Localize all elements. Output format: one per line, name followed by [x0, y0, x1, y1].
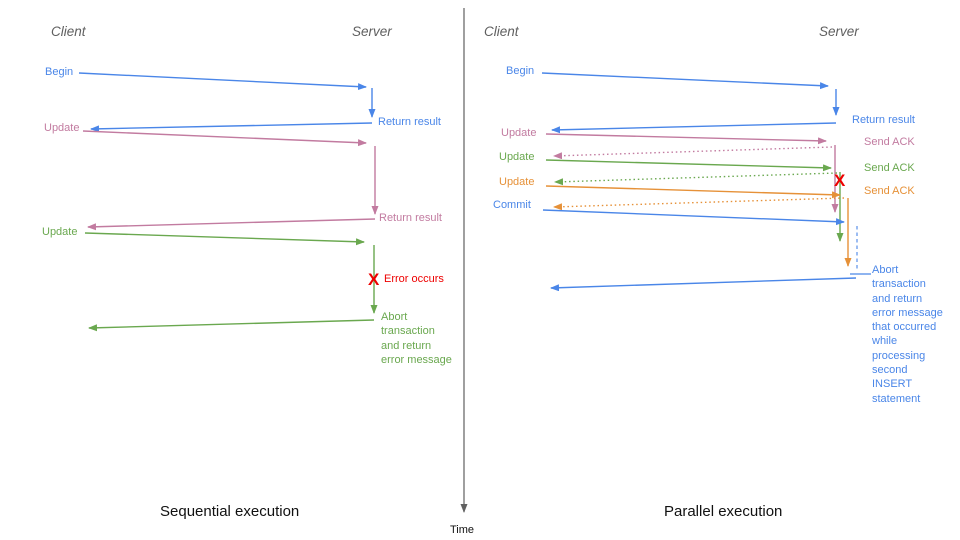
right-send-ack-3-label: Send ACK — [864, 185, 915, 197]
right-commit-request-arrow — [542, 209, 845, 226]
right-return-result-arrow — [551, 122, 837, 134]
left-abort-return-arrow — [88, 319, 375, 332]
left-update-1-label: Update — [44, 122, 80, 134]
left-update-1-request-arrow — [82, 130, 367, 147]
right-begin-request-arrow — [541, 72, 829, 90]
left-panel-caption: Sequential execution — [160, 503, 300, 520]
left-return-result-2-label: Return result — [379, 212, 442, 224]
right-update-2-request-arrow — [545, 159, 832, 172]
right-update-3-label: Update — [499, 176, 535, 188]
right-client-header: Client — [484, 24, 519, 39]
right-update-1-label: Update — [501, 127, 537, 139]
left-error-occurs-label: Error occurs — [384, 273, 444, 285]
left-error-x-icon: X — [368, 270, 380, 289]
right-panel-arrows — [541, 72, 871, 292]
right-update-3-request-arrow — [545, 185, 841, 199]
left-return-result-1-arrow — [90, 122, 373, 133]
time-axis-label: Time — [450, 524, 475, 536]
right-server-header: Server — [819, 24, 859, 39]
left-client-header: Client — [51, 24, 86, 39]
left-panel-arrows — [78, 72, 379, 332]
left-update-2-label: Update — [42, 226, 78, 238]
right-commit-label: Commit — [493, 199, 531, 211]
right-panel-caption: Parallel execution — [664, 503, 783, 520]
left-return-result-2-arrow — [87, 218, 376, 231]
left-return-result-1-label: Return result — [378, 116, 441, 128]
right-send-ack-1-label: Send ACK — [864, 136, 915, 148]
left-abort-message-label: Abort transaction and return error messa… — [381, 311, 452, 366]
right-send-ack-2-label: Send ACK — [864, 162, 915, 174]
left-begin-label: Begin — [45, 66, 74, 78]
right-send-ack-1-dotted-arrow — [553, 146, 833, 160]
left-update-2-request-arrow — [84, 232, 365, 246]
left-begin-request-arrow — [78, 72, 367, 91]
left-server-header: Server — [352, 24, 392, 39]
right-error-x-icon: X — [834, 171, 846, 190]
right-update-1-request-arrow — [545, 133, 827, 145]
right-update-2-label: Update — [499, 151, 535, 163]
right-send-ack-3-dotted-arrow — [553, 197, 845, 211]
right-send-ack-2-dotted-arrow — [554, 172, 838, 186]
right-abort-message-label: Abort transaction and return error messa… — [872, 264, 943, 405]
right-begin-label: Begin — [506, 65, 535, 77]
right-abort-return-arrow — [550, 277, 857, 292]
right-return-result-label: Return result — [852, 114, 915, 126]
